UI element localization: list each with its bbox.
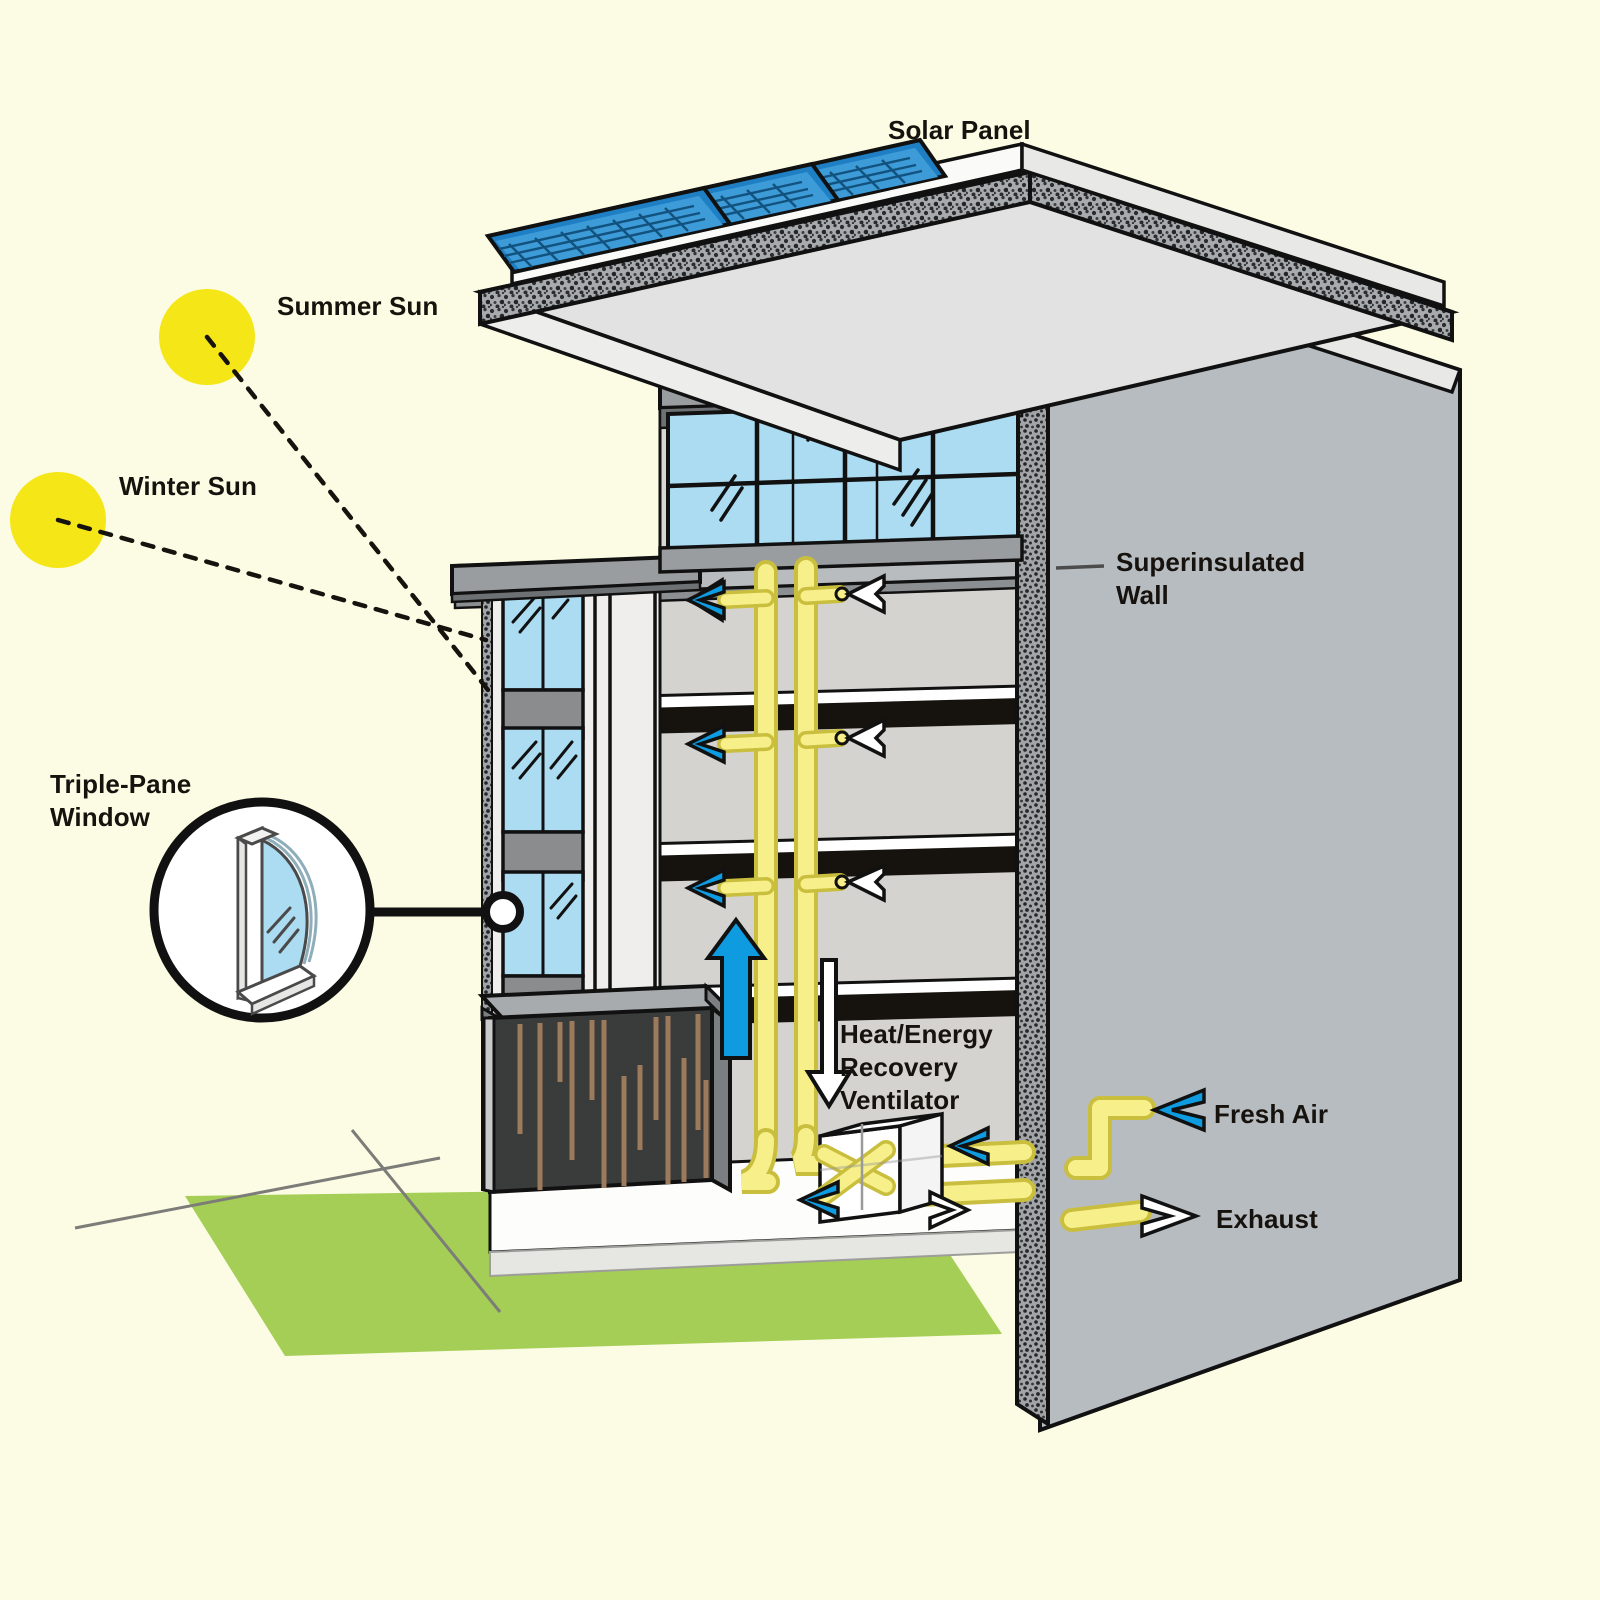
hrv-intake-arrow-blue [945,1125,990,1167]
supply-arrow-blue [684,867,726,909]
label-triple-pane-window: Triple-Pane Window [50,769,192,832]
label-fresh-air: Fresh Air [1214,1099,1329,1129]
label-solar-panel: Solar Panel [888,115,1031,145]
hrv-duct-network [739,1111,1036,1231]
exhaust-arrow-white [844,717,886,759]
floor-vent-row [684,863,886,909]
ground-lines [74,1129,502,1313]
exhaust-arrow-white-exterior [1140,1193,1202,1239]
sun-ray-summer [204,334,491,693]
sun-ray-winter [55,517,489,643]
hrv-exhaust-arrow-white [928,1189,973,1231]
triple-pane-callout [149,797,524,1023]
wood-screen-entry [477,982,735,1195]
stack-supply-arrow-up [704,916,768,1060]
label-winter-sun: Winter Sun [119,471,257,501]
superinsulated-wall-leader [1055,564,1105,570]
label-superinsulated-wall: Superinsulated Wall [1116,547,1306,610]
hrv-supply-arrow-blue [795,1179,840,1221]
floor-vent-row [684,717,886,765]
exterior-duct-stubs [1060,1087,1206,1239]
triple-pane-window-icon [234,825,318,1016]
floor-vent-row [681,573,886,624]
supply-arrow-blue [684,723,726,765]
solar-panel [484,185,734,275]
stack-exhaust-arrow-down [804,958,854,1110]
fresh-air-arrow-blue [1149,1087,1206,1133]
superinsulated-side-wall [1029,229,1463,1433]
hrv-unit [814,1111,944,1224]
exhaust-arrow-white [844,573,886,615]
label-exhaust: Exhaust [1216,1204,1318,1234]
supply-arrow-blue [684,579,726,621]
solar-panel-array [484,137,949,275]
label-summer-sun: Summer Sun [277,291,439,321]
exhaust-arrow-white [843,863,886,903]
label-heat-recovery-ventilator: Heat/Energy Recovery Ventilator [840,1019,993,1115]
facade-header-beam [450,553,702,604]
vertical-duct-risers [754,556,818,1152]
